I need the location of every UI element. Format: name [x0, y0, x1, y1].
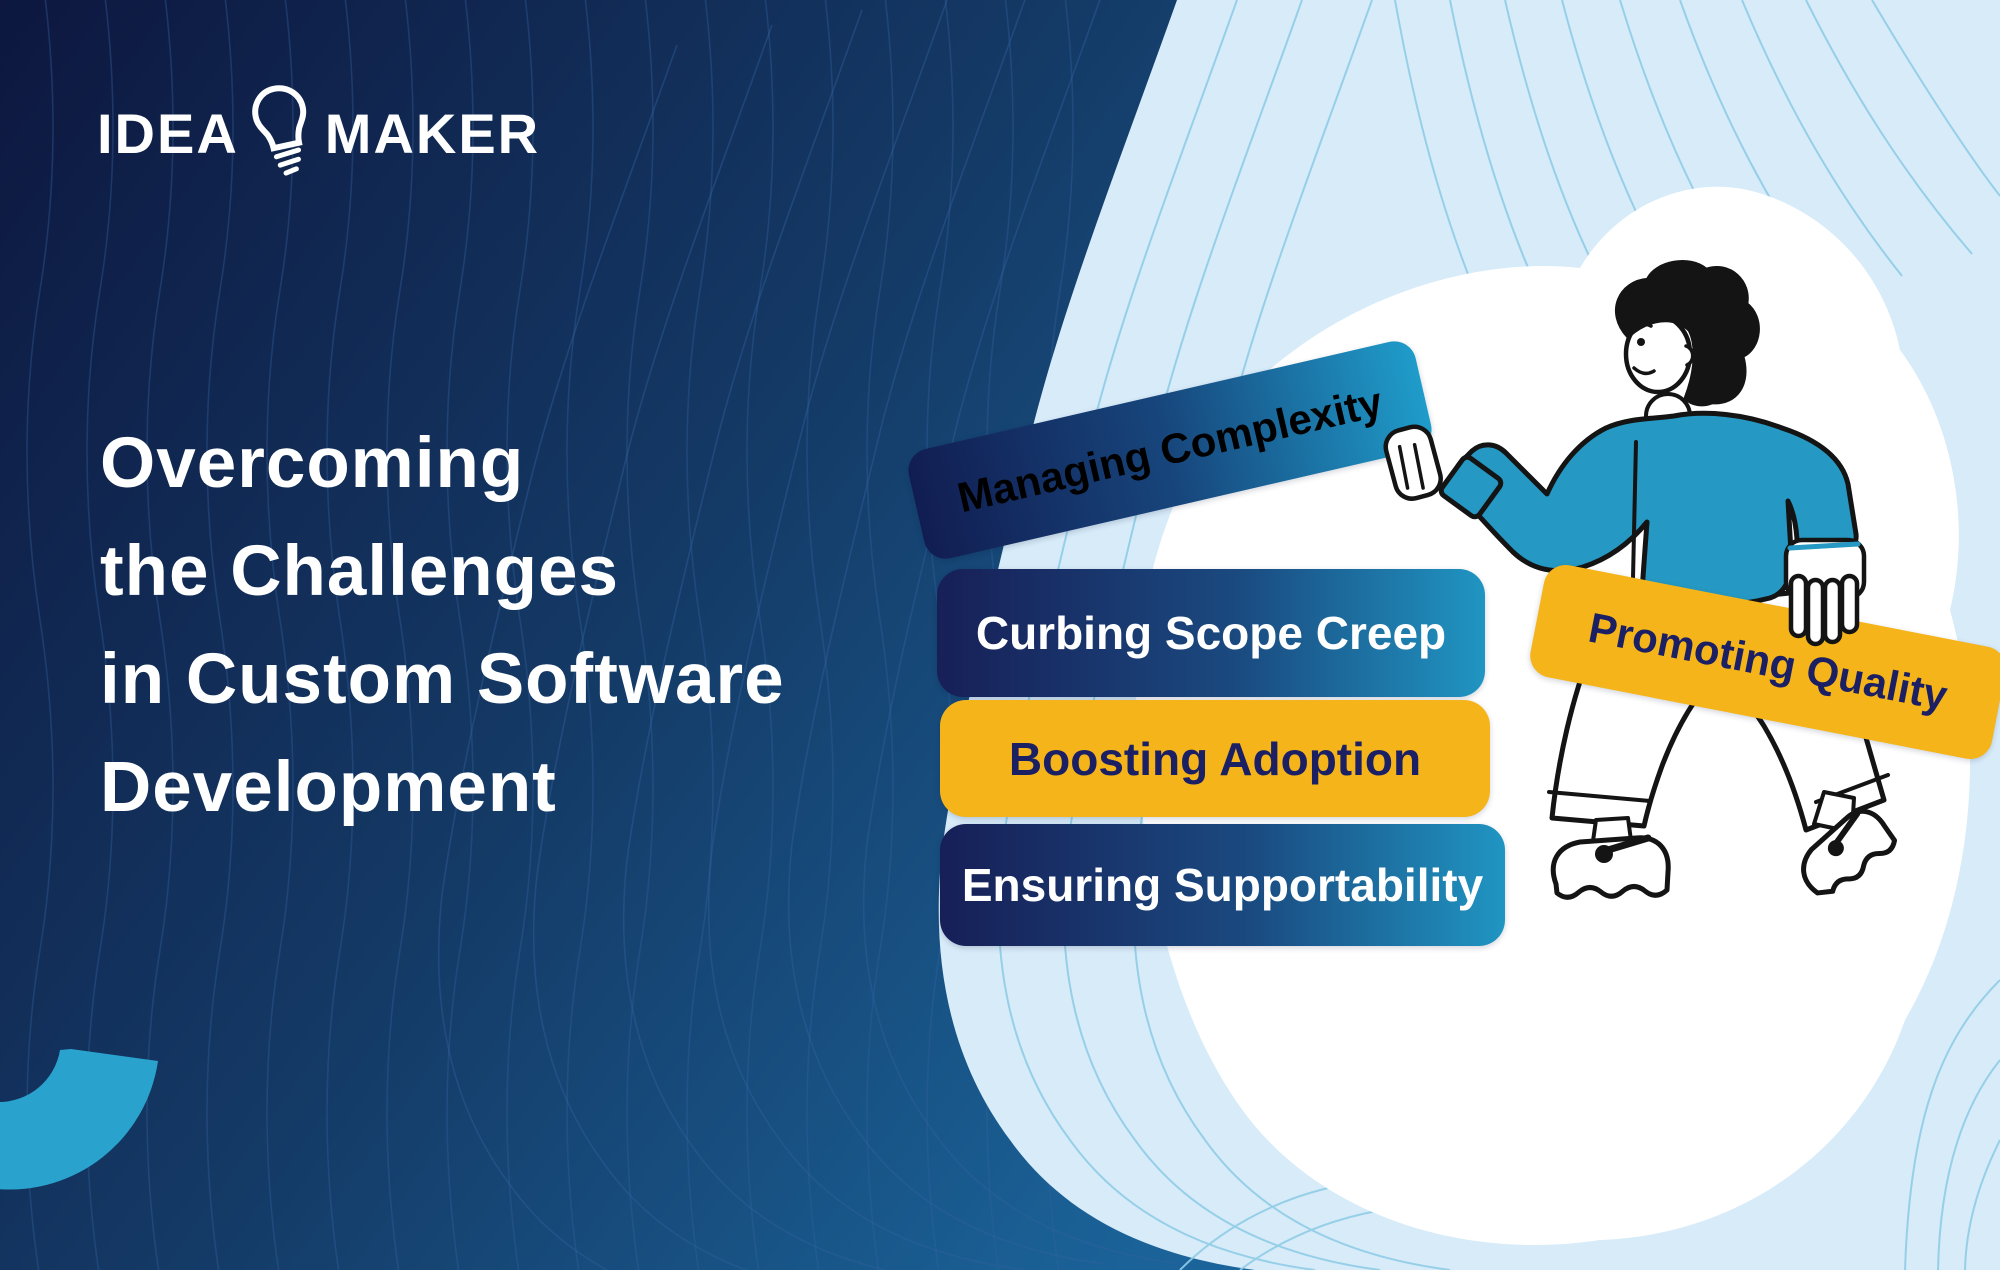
teal-arc-decoration: [0, 1049, 158, 1190]
banner-label: Boosting Adoption: [1008, 732, 1422, 785]
title-line-3: in Custom Software: [100, 640, 785, 719]
banner-label: Curbing Scope Creep: [975, 607, 1447, 659]
banner-boosting-adoption: Boosting Adoption: [940, 700, 1490, 817]
banner-curbing-scope-creep: Curbing Scope Creep: [937, 569, 1485, 697]
title-line-2: the Challenges: [100, 532, 620, 611]
title-line-4: Development: [100, 748, 557, 827]
title-line-1: Overcoming: [100, 424, 525, 503]
banner-label: Ensuring Supportability: [961, 859, 1484, 911]
logo-text-maker: MAKER: [324, 101, 541, 165]
logo: IDEA MAKER: [97, 85, 541, 180]
banner-ensuring-supportability: Ensuring Supportability: [940, 824, 1505, 946]
lightbulb-icon: [252, 85, 306, 176]
logo-text-idea: IDEA: [97, 101, 239, 165]
page-title: Overcoming the Challenges in Custom Soft…: [100, 410, 785, 842]
